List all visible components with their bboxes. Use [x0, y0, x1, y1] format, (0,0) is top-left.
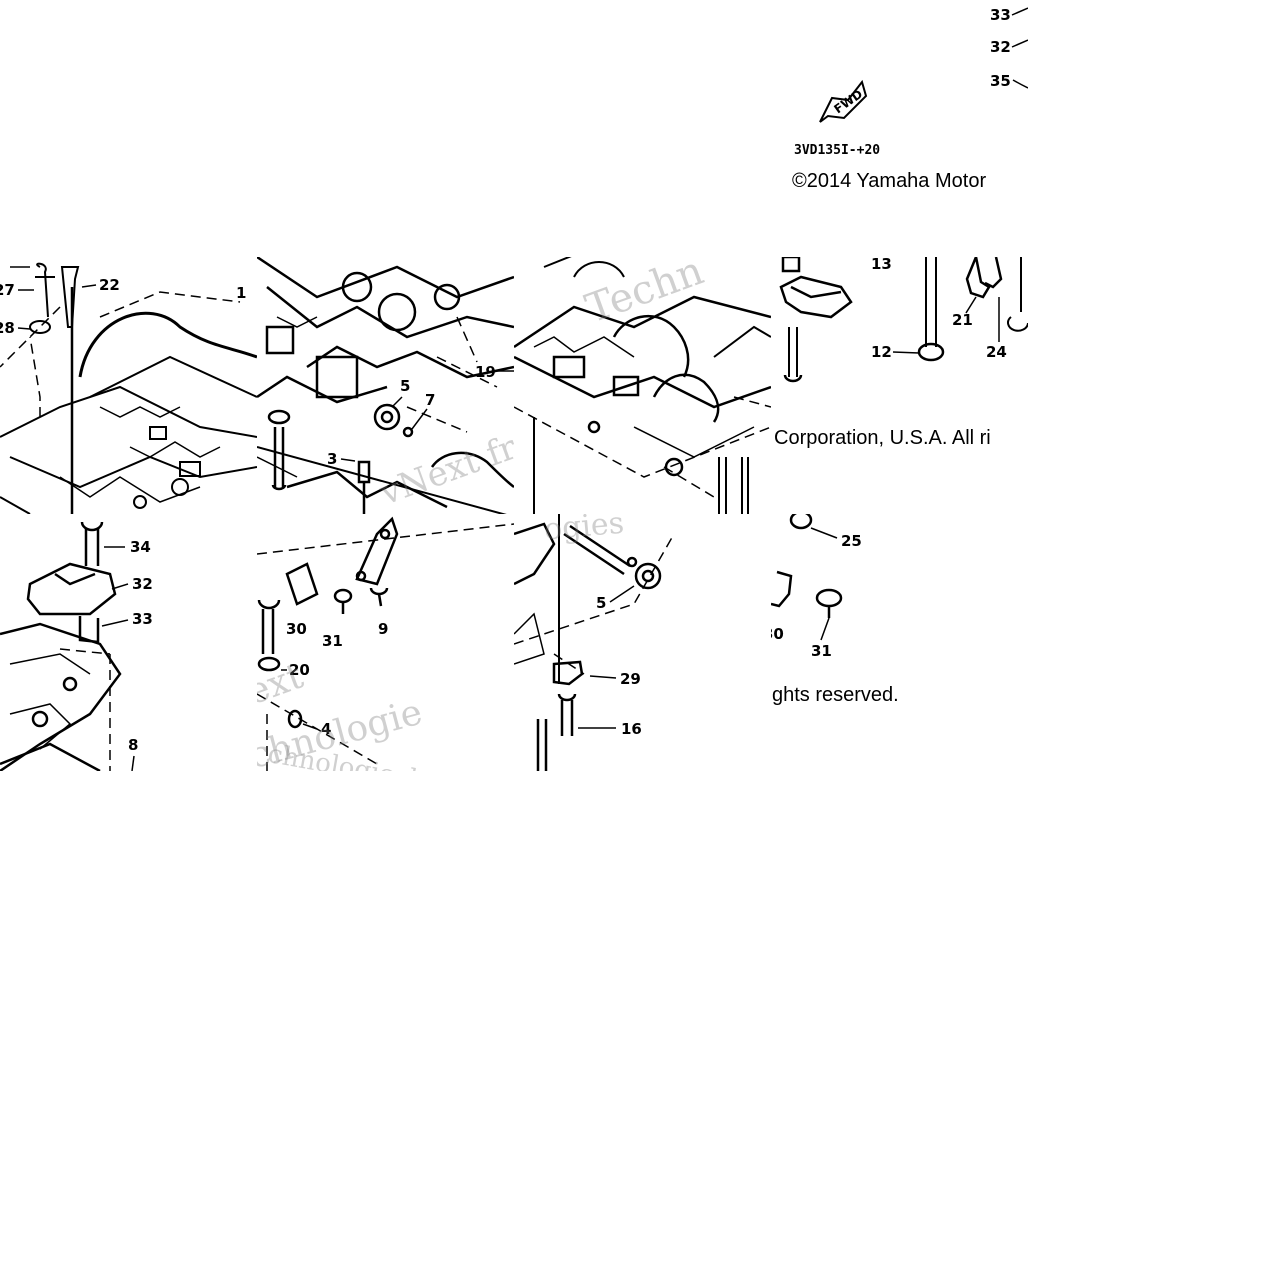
tile-r2-c2-drawing: 30 31 9 20 4 — [257, 516, 514, 771]
callout-4: 4 — [321, 720, 331, 738]
callout-31a: 31 — [322, 632, 343, 650]
tile-r1-c4: 13 21 24 12 Corporation, U.S.A. All ri — [771, 257, 1028, 514]
tile-r1-c3-drawing — [514, 257, 771, 514]
callout-33-top: 33 — [990, 6, 1011, 24]
callout-5b: 5 — [596, 594, 606, 612]
tile-r1-c2-drawing: 5 7 3 19 — [257, 257, 514, 514]
callout-1: 1 — [236, 284, 246, 302]
fwd-arrow-icon: FWD — [819, 79, 868, 123]
diagram-code: 3VD135I-+20 — [794, 143, 881, 158]
callout-34: 34 — [130, 538, 151, 556]
callout-21: 21 — [952, 311, 973, 329]
tile-r2-c3-drawing: 5 29 16 — [514, 514, 675, 771]
tile-r2-c4: 25 30 31 ghts reserved. — [771, 514, 1028, 771]
callout-8: 8 — [128, 736, 138, 754]
tile-r2-c1: 34 32 33 8 — [0, 514, 257, 771]
callout-12: 12 — [871, 343, 892, 361]
callout-13: 13 — [871, 257, 892, 273]
callout-24: 24 — [986, 343, 1007, 361]
callout-27: 27 — [0, 281, 15, 299]
copyright-line-2: Corporation, U.S.A. All ri — [774, 427, 991, 449]
callout-31b: 31 — [811, 642, 832, 660]
copyright-line-3: ghts reserved. — [772, 684, 899, 706]
callout-29: 29 — [620, 670, 641, 688]
callout-5a: 5 — [400, 377, 410, 395]
tile-r1-c2: 5 7 3 19 vNext fre — [257, 257, 514, 514]
callout-16: 16 — [621, 720, 642, 738]
tile-r1-c4-drawing: 13 21 24 12 — [779, 257, 1028, 383]
callout-32-top: 32 — [990, 38, 1011, 56]
callout-19: 19 — [475, 363, 496, 381]
tile-r1-c1: 27 22 1 28 — [0, 257, 257, 514]
callout-25: 25 — [841, 532, 862, 550]
tile-r1-c1-drawing: 27 22 1 28 — [0, 262, 257, 514]
callout-30a: 30 — [286, 620, 307, 638]
callout-9: 9 — [378, 620, 388, 638]
tile-r2-c2: 30 31 9 20 4 ext chnologie chnological — [257, 514, 514, 771]
callout-35-top: 35 — [990, 72, 1011, 90]
callout-3: 3 — [327, 450, 337, 468]
callout-7: 7 — [425, 391, 435, 409]
tile-r2-c1-drawing: 34 32 33 8 — [0, 521, 153, 771]
tile-top-right: 33 32 35 FWD 3VD135I-+20 ©2014 Yamaha Mo… — [770, 0, 1028, 200]
copyright-line-1: ©2014 Yamaha Motor — [792, 170, 987, 192]
tile-r2-c4-drawing: 25 30 31 — [771, 514, 862, 660]
tile-r2-c3: 5 29 16 ogies — [514, 514, 771, 771]
tile-top-right-drawing: 33 32 35 FWD — [819, 6, 1028, 123]
callout-33: 33 — [132, 610, 153, 628]
tile-r1-c3: Techn — [514, 257, 771, 514]
callout-20: 20 — [289, 661, 310, 679]
callout-30b: 30 — [771, 625, 784, 643]
callout-32: 32 — [132, 575, 153, 593]
callout-28: 28 — [0, 319, 15, 337]
callout-22: 22 — [99, 276, 120, 294]
